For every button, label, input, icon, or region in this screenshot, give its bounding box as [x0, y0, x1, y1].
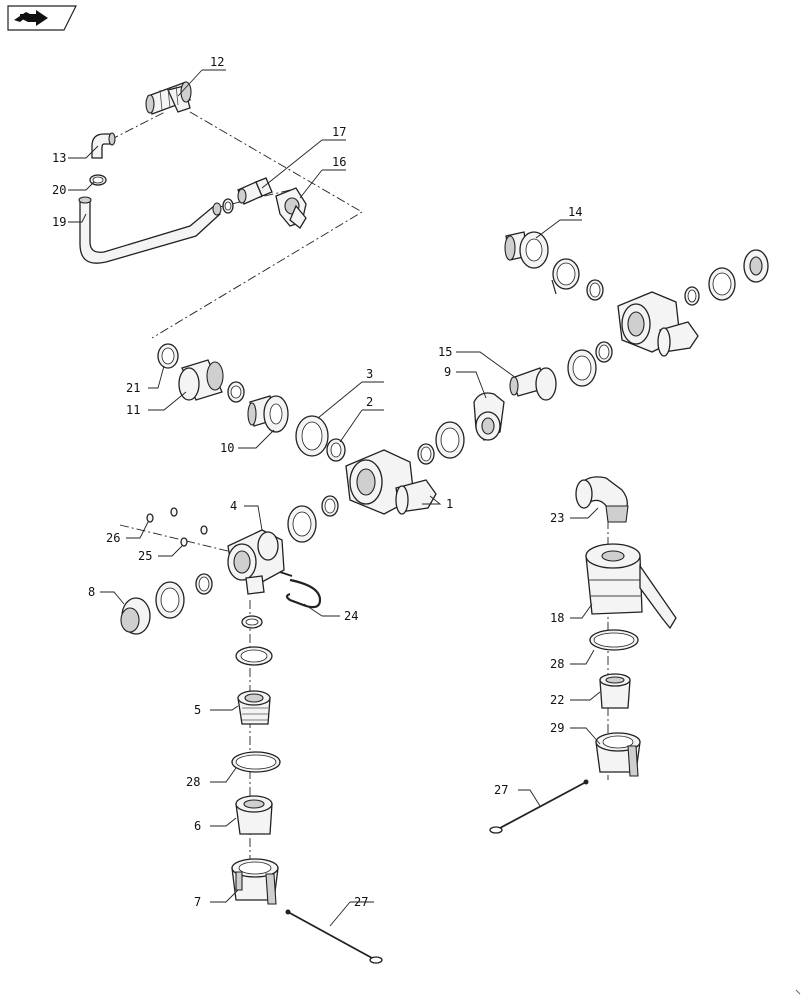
callout-labels: 12 13 20 19 17 16 14 15 9 21 11 3 2 10 1… [52, 55, 582, 909]
callout-24: 24 [344, 609, 358, 623]
part-26-screw[interactable] [146, 507, 178, 523]
part-18-ball-valve[interactable] [585, 543, 677, 630]
callout-7: 7 [194, 895, 201, 909]
upper-right-rings[interactable] [551, 249, 769, 306]
sleeve-clamp[interactable] [227, 381, 245, 403]
callout-19: 19 [52, 215, 66, 229]
callout-27-right: 27 [494, 783, 508, 797]
callout-5: 5 [194, 703, 201, 717]
callout-8: 8 [88, 585, 95, 599]
part-4-manifold[interactable] [227, 529, 285, 595]
callout-25: 25 [138, 549, 152, 563]
part-23-elbow[interactable] [575, 476, 629, 523]
part-24-pin[interactable] [279, 571, 322, 609]
part-27-lanyard-right[interactable] [489, 779, 589, 834]
part-17-elbow-fitting[interactable] [237, 177, 273, 205]
part-16-small-valve[interactable] [275, 187, 307, 229]
callout-20: 20 [52, 183, 66, 197]
leader-lines [68, 69, 601, 927]
mid-rings[interactable] [417, 421, 465, 465]
left-mid-washers[interactable] [287, 495, 339, 543]
callout-10: 10 [220, 441, 234, 455]
part-21-clamp[interactable] [157, 343, 179, 369]
part-22-adapter[interactable] [599, 673, 631, 709]
part-28-gasket-right[interactable] [589, 629, 639, 651]
callout-6: 6 [194, 819, 201, 833]
part-7-coupler[interactable] [231, 858, 279, 905]
callout-29: 29 [550, 721, 564, 735]
part-3-ring[interactable] [295, 415, 329, 457]
part-25-nut[interactable] [180, 525, 208, 547]
callout-12: 12 [210, 55, 224, 69]
part-10-hose-barb[interactable] [247, 395, 289, 433]
part-27-lanyard-left[interactable] [285, 909, 383, 964]
callout-15: 15 [438, 345, 452, 359]
part-28-gasket-left[interactable] [231, 751, 281, 773]
part-29-coupler[interactable] [595, 732, 641, 777]
hose-clamp[interactable] [222, 198, 234, 214]
part-12-tee-fitting[interactable] [145, 81, 192, 115]
upper-right-valve-body[interactable] [617, 291, 699, 357]
callout-18: 18 [550, 611, 564, 625]
callout-4: 4 [230, 499, 237, 513]
part-1-valve-body[interactable] [345, 449, 437, 515]
part-9-elbow[interactable] [473, 392, 505, 441]
part-8-cap[interactable] [120, 573, 213, 635]
callout-9: 9 [444, 365, 451, 379]
callout-3: 3 [366, 367, 373, 381]
stack-washer[interactable] [241, 615, 263, 629]
part-5-adapter[interactable] [237, 690, 271, 725]
callout-17: 17 [332, 125, 346, 139]
part-15-nozzle[interactable] [509, 341, 613, 401]
callout-16: 16 [332, 155, 346, 169]
callout-28-left: 28 [186, 775, 200, 789]
callout-28-right: 28 [550, 657, 564, 671]
callout-26: 26 [106, 531, 120, 545]
part-19-hose[interactable] [78, 196, 222, 264]
callout-11: 11 [126, 403, 140, 417]
callout-2: 2 [366, 395, 373, 409]
part-2-washer[interactable] [326, 438, 346, 462]
callout-27-left: 27 [354, 895, 368, 909]
callout-21: 21 [126, 381, 140, 395]
callout-22: 22 [550, 693, 564, 707]
part-11-sleeve[interactable] [178, 359, 224, 401]
callout-13: 13 [52, 151, 66, 165]
exploded-view-arrow-icon[interactable] [7, 5, 77, 31]
part-14-connector[interactable] [504, 231, 549, 269]
callout-14: 14 [568, 205, 582, 219]
corner-mark [795, 989, 801, 995]
callout-23: 23 [550, 511, 564, 525]
stack-clamp[interactable] [235, 646, 273, 666]
part-13-elbow[interactable] [91, 132, 116, 159]
part-6-adapter[interactable] [235, 795, 273, 835]
callout-1: 1 [446, 497, 453, 511]
